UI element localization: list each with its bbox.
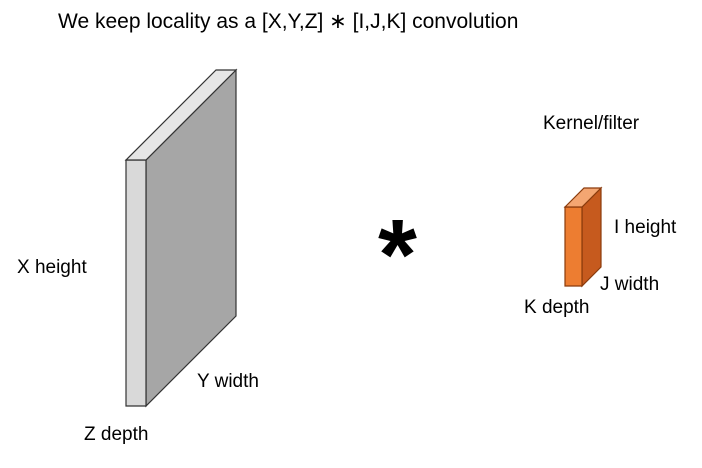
input-volume-top-face	[124, 69, 238, 161]
kernel-height-label: I height	[614, 217, 677, 238]
input-volume-side-face	[125, 159, 147, 407]
kernel-caption: Kernel/filter	[543, 113, 640, 134]
input-height-label: X height	[17, 257, 87, 278]
kernel-depth-label: K depth	[524, 297, 590, 318]
input-width-label: Y width	[197, 371, 259, 392]
input-depth-label: Z depth	[84, 424, 149, 445]
kernel-top-face	[563, 187, 603, 208]
diagram-title: We keep locality as a [X,Y,Z] ∗ [I,J,K] …	[58, 10, 519, 33]
input-volume-front-face	[145, 68, 237, 408]
kernel-side-face	[564, 206, 583, 287]
convolution-operator: *	[378, 199, 417, 311]
kernel-width-label: J width	[600, 274, 660, 295]
